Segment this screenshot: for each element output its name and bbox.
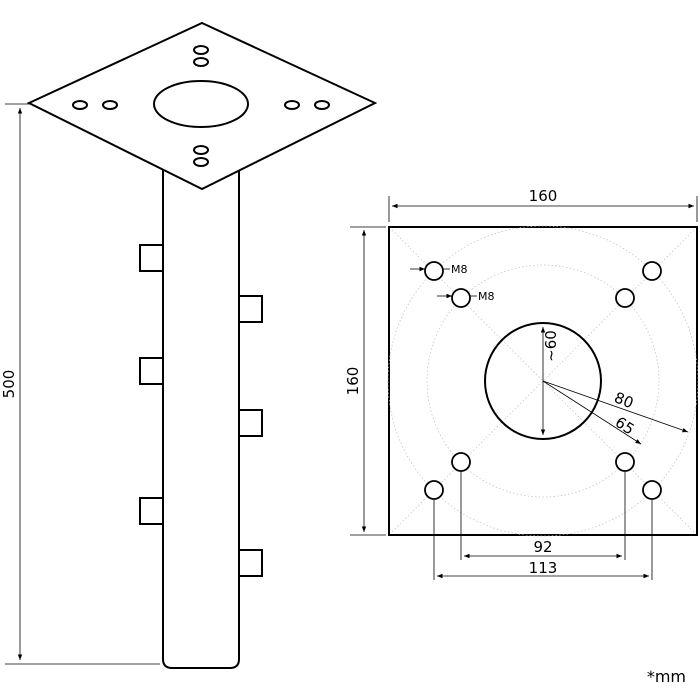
- bolt-hole-outer: [424, 480, 444, 500]
- bolt-hole-outer: [642, 480, 662, 500]
- plate-hole: [193, 45, 209, 55]
- mount-tab: [139, 357, 164, 385]
- mount-tab: [238, 409, 263, 437]
- pole-view: 500: [0, 21, 378, 669]
- inner-radius-line: [542, 380, 642, 445]
- plate-height-label: 160: [344, 367, 362, 396]
- plate-hole: [314, 100, 330, 110]
- outer-spacing-label: 113: [529, 559, 558, 577]
- plate-hole: [284, 100, 300, 110]
- plate-hole: [72, 100, 88, 110]
- plate-hole: [193, 157, 209, 167]
- plate-hole: [102, 100, 118, 110]
- bolt-hole-inner: [615, 452, 635, 472]
- bolt-outer-label: M8: [451, 263, 468, 276]
- inner-bolt-circle: [426, 264, 660, 498]
- bolt-hole-outer: [642, 261, 662, 281]
- pole-tube: [162, 149, 240, 669]
- plate-width-label: 160: [529, 187, 558, 205]
- center-hole: [484, 322, 602, 440]
- bolt-hole-inner: [451, 452, 471, 472]
- bolt-inner-label: M8: [478, 290, 495, 303]
- top-plate: [26, 21, 378, 191]
- mount-tab: [238, 295, 263, 323]
- outer-radius-line: [542, 380, 689, 433]
- outer-bolt-circle: [387, 225, 699, 537]
- height-label: 500: [0, 370, 18, 399]
- plate-hole: [193, 57, 209, 67]
- mount-tab: [238, 549, 263, 577]
- bolt-hole-inner: [615, 288, 635, 308]
- plate-top-view: 160 160 ~60 80 65 M8: [344, 187, 699, 580]
- plate-center-hole: [153, 80, 249, 128]
- mount-tab: [139, 497, 164, 525]
- center-hole-label: ~60: [542, 330, 560, 362]
- bolt-hole-inner: [451, 288, 471, 308]
- outer-radius-label: 80: [612, 388, 636, 412]
- mount-tab: [139, 244, 164, 272]
- unit-note: *mm: [646, 667, 686, 686]
- plate-hole: [193, 145, 209, 155]
- inner-spacing-label: 92: [533, 538, 552, 556]
- bolt-hole-outer: [424, 261, 444, 281]
